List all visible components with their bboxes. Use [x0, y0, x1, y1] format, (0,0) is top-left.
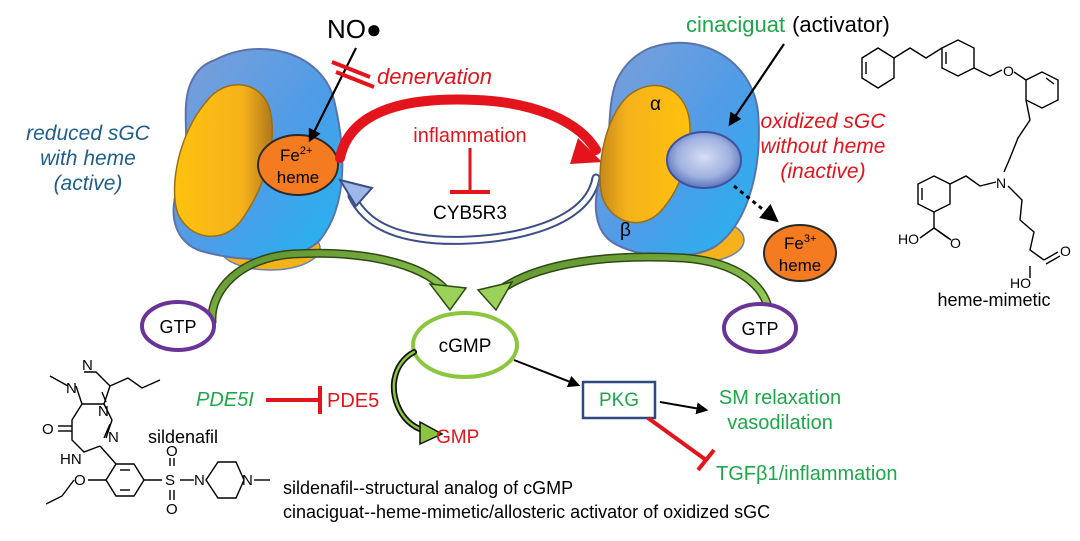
fe2-symbol: Fe2+	[280, 145, 312, 165]
empty-heme-pocket	[666, 131, 742, 189]
svg-text:O: O	[166, 443, 178, 460]
fe3-symbol: Fe3+	[784, 233, 816, 253]
left-gtp-arrow-head	[428, 283, 468, 312]
sildenafil-structure	[45, 371, 270, 505]
reduced-sgc-caption: reduced sGC with heme (active)	[26, 122, 151, 195]
gmp-label: GMP	[436, 427, 479, 448]
gtp-left-label: GTP	[159, 317, 196, 337]
gtp-right-node: GTP	[722, 302, 798, 354]
vasodilation-label: vasodilation	[727, 412, 833, 434]
svg-text:N: N	[66, 380, 77, 397]
svg-text:S: S	[165, 472, 175, 489]
oxidized-sgc-alpha-subunit	[599, 84, 691, 224]
right-gtp-arrow-head	[476, 280, 514, 312]
sildenafil-atom-labels: N N O N HN N O S O O N N	[42, 357, 253, 518]
reduced-sgc-protein: Fe2+ heme	[172, 47, 344, 271]
pkg-inhibition-bar	[696, 448, 716, 472]
inflammation-label: inflammation	[413, 125, 526, 147]
svg-text:HO: HO	[1010, 275, 1031, 291]
oxidized-sgc-protein: α β	[594, 41, 760, 263]
no-binding-arrow	[308, 47, 357, 143]
pkg-label: PKG	[599, 390, 639, 411]
right-gtp-arrow	[497, 254, 773, 319]
sm-relaxation-label: SM relaxation	[719, 387, 841, 409]
svg-text:(inactive): (inactive)	[780, 160, 865, 183]
fe2-heme-disc	[257, 134, 339, 196]
left-gtp-arrow	[208, 250, 449, 325]
reduced-sgc-alpha-subunit	[173, 84, 273, 237]
oxidation-arc-head	[570, 138, 602, 164]
cinaciguat-structure	[861, 39, 1061, 278]
pde5i-label: PDE5I	[196, 389, 254, 411]
svg-text:O: O	[74, 472, 86, 489]
cyb5r3-label: CYB5R3	[433, 203, 507, 224]
denervation-label: denervation	[377, 64, 492, 89]
alpha-subunit-label: α	[650, 94, 661, 115]
footnote-sildenafil: sildenafil--structural analog of cGMP	[283, 478, 573, 498]
svg-text:without heme: without heme	[761, 135, 886, 158]
reduction-arc	[349, 175, 599, 243]
cinaciguat-atom-labels: O N HO O HO O	[898, 63, 1071, 291]
svg-text:N: N	[996, 175, 1006, 191]
cgmp-node: cGMP	[411, 311, 519, 379]
svg-text:HN: HN	[60, 451, 82, 468]
svg-text:(active): (active)	[54, 172, 123, 195]
svg-text:O: O	[950, 235, 961, 251]
svg-text:reduced sGC: reduced sGC	[26, 122, 151, 145]
pkg-to-relaxation-arrow	[659, 401, 709, 415]
svg-text:N: N	[98, 403, 109, 420]
gtp-right-label: GTP	[741, 319, 778, 339]
svg-text:O: O	[166, 501, 178, 518]
svg-text:oxidized sGC: oxidized sGC	[761, 110, 887, 133]
cgmp-to-pkg-arrow	[513, 359, 581, 388]
cgmp-label: cGMP	[439, 336, 492, 357]
svg-text:HO: HO	[898, 231, 919, 247]
svg-text:N: N	[242, 472, 253, 489]
svg-text:O: O	[1060, 243, 1071, 259]
fe3-heme-disc	[763, 224, 837, 282]
heme-loss-arrow	[733, 184, 779, 223]
svg-text:N: N	[194, 472, 205, 489]
cgmp-to-gmp-arrow-head	[419, 420, 444, 446]
denervation-block-mark	[331, 60, 375, 89]
svg-text:O: O	[42, 421, 54, 438]
heme-mimetic-label: heme-mimetic	[937, 290, 1050, 310]
beta-subunit-label: β	[620, 220, 631, 241]
sildenafil-label: sildenafil	[148, 427, 218, 447]
footnote-cinaciguat: cinaciguat--heme-mimetic/allosteric acti…	[283, 502, 770, 522]
svg-text:with heme: with heme	[40, 147, 136, 170]
pde5-label: PDE5	[327, 390, 379, 412]
cinaciguat-label: cinaciguat(activator)	[686, 12, 890, 37]
fe3-heme: Fe3+ heme	[763, 224, 837, 282]
fe3-heme-label: heme	[779, 256, 822, 275]
reduction-arc-head	[337, 178, 374, 208]
pkg-inhibition-line	[646, 416, 708, 462]
pkg-node: PKG	[581, 380, 657, 420]
gtp-left-node: GTP	[140, 300, 216, 352]
svg-text:N: N	[108, 429, 119, 446]
svg-text:O: O	[1003, 63, 1014, 79]
svg-text:N: N	[82, 357, 93, 374]
fe2-heme-label: heme	[277, 168, 320, 187]
cinaciguat-binding-arrow	[728, 43, 785, 127]
oxidized-sgc-caption: oxidized sGC without heme (inactive)	[761, 110, 887, 183]
tgfb1-label: TGFβ1/inflammation	[716, 463, 898, 485]
no-radical-label: NO●	[327, 14, 382, 44]
oxidation-arc	[335, 94, 601, 163]
